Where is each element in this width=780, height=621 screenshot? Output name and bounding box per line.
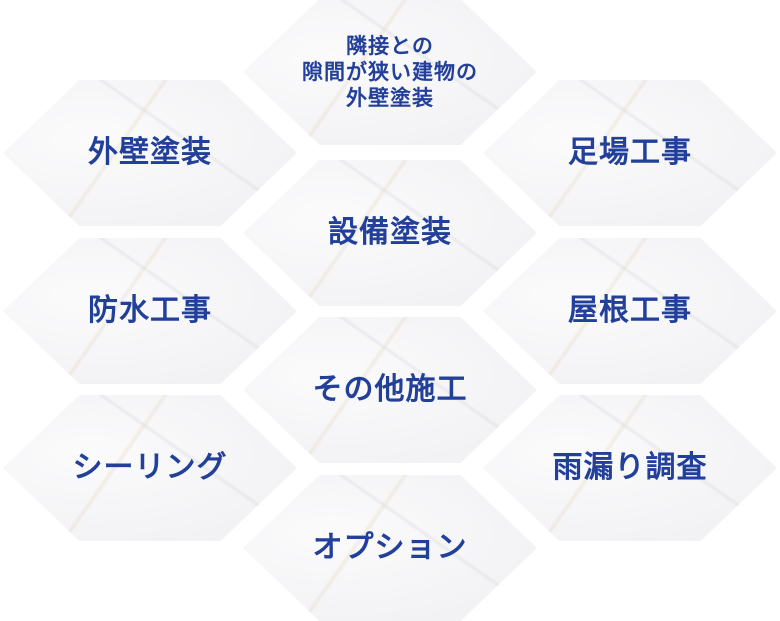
menu-tile-waterproofing[interactable]: 防水工事	[3, 238, 297, 384]
menu-tile-roofing[interactable]: 屋根工事	[483, 238, 777, 384]
menu-tile-options[interactable]: オプション	[243, 475, 537, 621]
tile-label: シーリング	[72, 450, 228, 485]
menu-tile-exterior-painting[interactable]: 外壁塗装	[3, 80, 297, 226]
tile-label: 防水工事	[88, 293, 212, 328]
tile-label: 外壁塗装	[88, 135, 212, 170]
tile-label: 設備塗装	[328, 215, 452, 250]
menu-tile-sealing[interactable]: シーリング	[3, 395, 297, 541]
menu-tile-other-work[interactable]: その他施工	[243, 317, 537, 463]
tile-label: 隣接との 隙間が狭い建物の 外壁塗装	[302, 33, 478, 111]
menu-tile-scaffolding[interactable]: 足場工事	[483, 80, 777, 226]
tile-label: オプション	[312, 530, 468, 565]
tile-label: その他施工	[312, 372, 468, 407]
tile-label: 雨漏り調査	[552, 450, 708, 485]
tile-label: 足場工事	[568, 135, 692, 170]
tile-label: 屋根工事	[568, 293, 692, 328]
menu-tile-leak-inspection[interactable]: 雨漏り調査	[483, 395, 777, 541]
menu-tile-narrow-gap-painting[interactable]: 隣接との 隙間が狭い建物の 外壁塗装	[243, 0, 537, 145]
menu-tile-equipment-painting[interactable]: 設備塗装	[243, 160, 537, 306]
